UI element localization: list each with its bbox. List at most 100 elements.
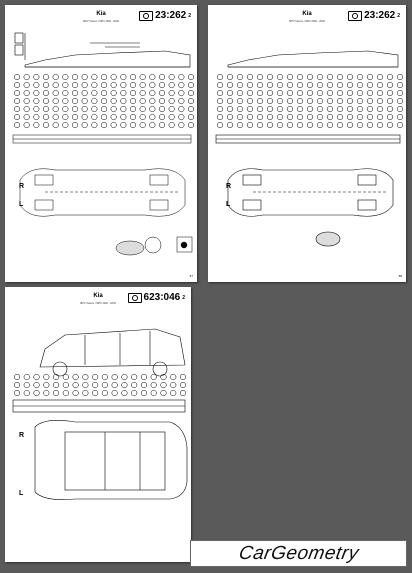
marker-circle: [33, 121, 40, 129]
page-header: Kia MPV Carens / MPV 2000 - 2006 623:046…: [5, 291, 191, 311]
marker-circle: [168, 89, 175, 97]
marker-circle: [62, 121, 69, 129]
marker-circle: [52, 97, 59, 105]
marker-circle: [92, 381, 99, 389]
marker-circle: [256, 89, 264, 97]
marker-circle: [111, 381, 118, 389]
marker-circle: [306, 113, 314, 121]
marker-circle: [256, 121, 264, 129]
marker-circle: [266, 89, 274, 97]
marker-circle: [386, 105, 394, 113]
marker-circle: [72, 389, 79, 397]
marker-circle: [158, 81, 166, 89]
marker-circle: [100, 89, 108, 97]
marker-circle: [246, 89, 254, 97]
marker-circle: [42, 105, 50, 113]
marker-circle: [216, 89, 224, 97]
marker-circle: [216, 105, 224, 113]
marker-circle: [91, 89, 98, 97]
marker-circle: [150, 381, 157, 389]
marker-circle: [326, 97, 334, 105]
marker-circle: [71, 105, 79, 113]
marker-circle: [396, 113, 404, 121]
marker-circle: [158, 105, 166, 113]
marker-circle: [236, 81, 244, 89]
marker-circle: [356, 113, 364, 121]
marker-circle: [376, 73, 384, 81]
marker-circle: [286, 105, 294, 113]
marker-circle: [52, 113, 59, 121]
marker-circle: [306, 97, 314, 105]
marker-circle: [13, 381, 21, 389]
marker-circle: [120, 89, 127, 97]
marker-circle: [150, 389, 157, 397]
marker-circle: [376, 121, 384, 129]
marker-circle: [246, 97, 254, 105]
marker-circle: [129, 121, 137, 129]
marker-circle: [82, 373, 89, 381]
marker-circle: [23, 105, 30, 113]
marker-circle: [110, 97, 117, 105]
marker-circle: [139, 73, 146, 81]
marker-circle: [33, 81, 40, 89]
marker-circle: [366, 97, 374, 105]
marker-circle: [306, 105, 314, 113]
marker-circle: [13, 89, 21, 97]
marker-circle: [216, 113, 224, 121]
marker-circle: [216, 97, 224, 105]
marker-circle: [316, 105, 324, 113]
marker-circle: [23, 97, 30, 105]
marker-circle: [236, 105, 244, 113]
marker-circle: [306, 81, 314, 89]
marker-circle: [286, 121, 294, 129]
document-page-3: Kia MPV Carens / MPV 2000 - 2006 623:046…: [5, 287, 191, 562]
marker-circle: [266, 105, 274, 113]
cargeometry-logo: CarGeometry: [190, 540, 407, 567]
marker-circle: [236, 97, 244, 105]
marker-circle: [178, 97, 185, 105]
marker-circle: [71, 81, 79, 89]
marker-circle: [53, 381, 60, 389]
marker-circle: [296, 113, 304, 121]
marker-circle: [226, 97, 234, 105]
marker-circle: [72, 373, 79, 381]
marker-circle: [101, 381, 108, 389]
marker-circle: [376, 113, 384, 121]
marker-circle: [160, 389, 167, 397]
marker-circle: [100, 97, 108, 105]
marker-circle: [52, 73, 59, 81]
marker-circle: [386, 89, 394, 97]
marker-circle: [62, 97, 69, 105]
camera-icon: [127, 292, 142, 303]
marker-circle: [139, 89, 146, 97]
marker-circle: [139, 81, 146, 89]
marker-circle: [316, 73, 324, 81]
marker-circle: [356, 73, 364, 81]
marker-circle: [52, 121, 59, 129]
marker-circle: [129, 81, 137, 89]
marker-circle: [13, 73, 21, 81]
marker-circle: [336, 121, 344, 129]
marker-circle: [356, 105, 364, 113]
marker-circle: [306, 89, 314, 97]
marker-circle: [276, 89, 284, 97]
marker-circle: [23, 81, 30, 89]
marker-circle: [346, 97, 354, 105]
marker-circle: [187, 97, 195, 105]
marker-circle: [52, 89, 59, 97]
marker-circle: [386, 97, 394, 105]
marker-circle: [226, 105, 234, 113]
marker-circle: [316, 121, 324, 129]
marker-circle: [246, 105, 254, 113]
marker-circle: [160, 373, 167, 381]
marker-circle: [336, 97, 344, 105]
marker-circle: [81, 121, 88, 129]
marker-circle: [178, 81, 185, 89]
marker-circle: [23, 381, 30, 389]
marker-circle: [100, 113, 108, 121]
marker-circle: [256, 105, 264, 113]
marker-circle: [149, 121, 156, 129]
marker-circle: [346, 89, 354, 97]
